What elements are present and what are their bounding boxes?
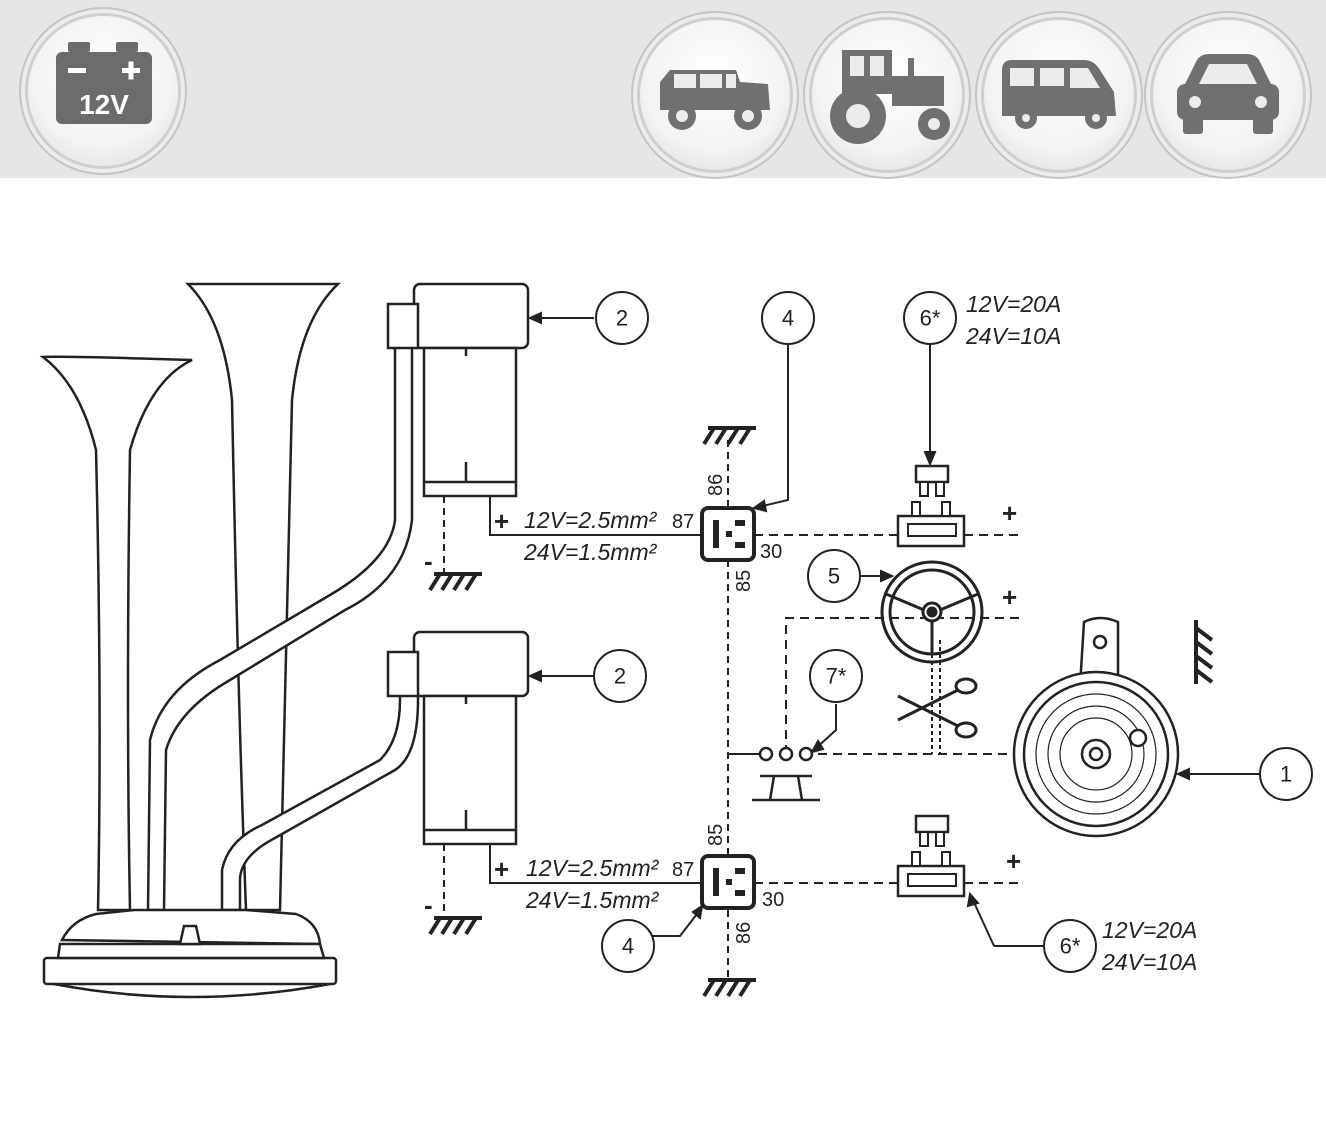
wire-spec-top-12v: 12V=2.5mm² bbox=[524, 507, 658, 533]
header-bar: 12V bbox=[0, 0, 1326, 178]
compressor-top bbox=[386, 282, 530, 498]
car-icon bbox=[1177, 54, 1279, 134]
ground-symbol-relay-top bbox=[702, 426, 758, 446]
scissors-icon bbox=[897, 677, 978, 739]
plus-sign-fuse-bottom: + bbox=[1006, 846, 1021, 876]
fuse-rating-top-12v: 12V=20A bbox=[966, 291, 1061, 317]
wire-spec-bottom-12v: 12V=2.5mm² bbox=[526, 855, 660, 881]
tractor-badge bbox=[812, 20, 962, 170]
electric-horn bbox=[1012, 616, 1180, 838]
voltage-label: 12V bbox=[79, 89, 129, 120]
relay-top-pin-86: 86 bbox=[705, 474, 727, 496]
callout-4-top: 4 bbox=[782, 306, 794, 331]
callout-5: 5 bbox=[828, 564, 840, 589]
fuse-bottom bbox=[914, 814, 950, 848]
battery-icon: 12V bbox=[56, 42, 152, 124]
ground-symbol-compressor-top bbox=[428, 572, 484, 592]
callout-circles bbox=[593, 291, 1313, 973]
plus-sign-compressor-bottom: + bbox=[494, 854, 509, 884]
relay-bottom-pin-86: 86 bbox=[733, 922, 755, 944]
car-badge bbox=[1153, 20, 1303, 170]
offroad-vehicle-badge bbox=[640, 20, 790, 170]
relay-bottom-pin-85: 85 bbox=[705, 824, 727, 846]
plus-sign-wheel: + bbox=[1002, 582, 1017, 612]
relay-top-pin-87: 87 bbox=[672, 511, 694, 533]
van-badge bbox=[984, 20, 1134, 170]
air-horn-trumpets bbox=[39, 282, 420, 999]
callout-1: 1 bbox=[1280, 762, 1292, 787]
callout-4-bottom: 4 bbox=[622, 934, 634, 959]
fuse-rating-top-24v: 24V=10A bbox=[965, 323, 1061, 349]
relay-bottom-pin-30: 30 bbox=[762, 889, 784, 911]
relay-bottom bbox=[700, 854, 756, 910]
tractor-icon bbox=[830, 50, 950, 144]
callout-7: 7* bbox=[826, 664, 847, 689]
wiring-diagram: 2 2 4 4 5 6* 6* 7* 1 12V=2.5mm² 24V=1.5m… bbox=[39, 282, 1313, 999]
wiring bbox=[443, 440, 1024, 980]
horn-button-contact bbox=[752, 746, 820, 802]
van-icon bbox=[1002, 60, 1116, 129]
wire-spec-top-24v: 24V=1.5mm² bbox=[523, 539, 658, 565]
callout-2-top: 2 bbox=[616, 306, 628, 331]
minus-sign-compressor-top: - bbox=[424, 546, 433, 576]
relay-bottom-pin-87: 87 bbox=[672, 859, 694, 881]
callout-2-bottom: 2 bbox=[614, 664, 626, 689]
plus-sign-fuse-top: + bbox=[1002, 498, 1017, 528]
compressor-bottom bbox=[386, 630, 530, 846]
fuse-rating-bottom-12v: 12V=20A bbox=[1102, 917, 1197, 943]
callout-6-bottom: 6* bbox=[1060, 934, 1081, 959]
fuse-holder-bottom bbox=[896, 850, 966, 898]
ground-symbol-relay-bottom bbox=[702, 978, 758, 998]
callout-6-top: 6* bbox=[920, 306, 941, 331]
relay-top-pin-30: 30 bbox=[760, 541, 782, 563]
fuse-top bbox=[914, 464, 950, 498]
relay-top-pin-85: 85 bbox=[733, 570, 755, 592]
offroad-vehicle-icon bbox=[660, 70, 770, 130]
ground-symbol-horn bbox=[1194, 620, 1214, 684]
steering-wheel-icon bbox=[880, 560, 984, 664]
wire-spec-bottom-24v: 24V=1.5mm² bbox=[525, 887, 660, 913]
fuse-rating-bottom-24v: 24V=10A bbox=[1101, 949, 1197, 975]
relay-top bbox=[700, 506, 756, 562]
voltage-badge: 12V bbox=[28, 16, 178, 166]
plus-sign-compressor-top: + bbox=[494, 506, 509, 536]
fuse-holder-top bbox=[896, 500, 966, 548]
minus-sign-compressor-bottom: - bbox=[424, 890, 433, 920]
callout-leaders bbox=[527, 311, 1260, 947]
ground-symbol-compressor-bottom bbox=[428, 916, 484, 936]
